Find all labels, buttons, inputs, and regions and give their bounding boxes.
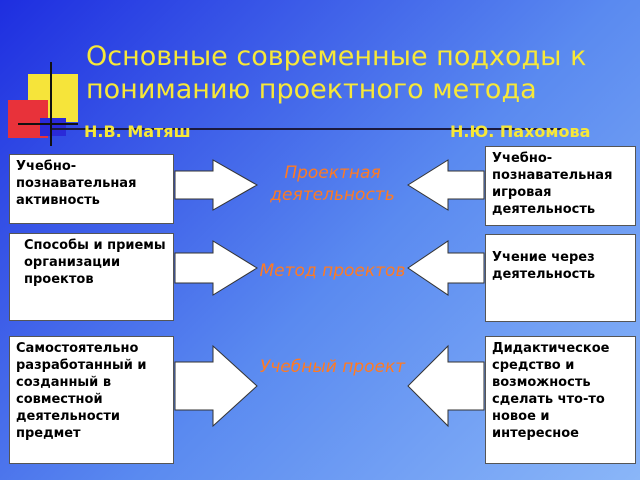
left-box-2: Способы и приемы организации проектов (9, 233, 174, 321)
right-arrow-3 (174, 344, 258, 428)
author-right: Н.Ю. Пахомова (450, 122, 591, 141)
right-arrow-1 (174, 159, 259, 211)
left-arrow-1 (407, 159, 485, 211)
center-label-1: Проектная деятельность (270, 163, 395, 205)
slide-title: Основные современные подходы к пониманию… (86, 41, 587, 105)
left-arrow-3 (407, 344, 485, 428)
decor-horizontal-line (18, 123, 78, 125)
right-arrow-2 (174, 240, 258, 296)
left-box-3: Самостоятельно разработанный и созданный… (9, 336, 174, 464)
author-left: Н.В. Матяш (84, 122, 191, 141)
decor-blue-square (40, 118, 66, 136)
left-box-1: Учебно-познавательная активность (9, 154, 174, 224)
right-box-1: Учебно-познавательная игровая деятельнос… (485, 146, 636, 226)
divider-line (52, 128, 562, 130)
left-arrow-2 (407, 240, 485, 296)
right-box-2: Учение через деятельность (485, 234, 636, 322)
center-label-2: Метод проектов (259, 261, 406, 281)
decor-vertical-line (50, 62, 52, 146)
center-label-3: Учебный проект (259, 357, 406, 377)
right-box-3: Дидактическое средство и возможность сде… (485, 336, 636, 464)
